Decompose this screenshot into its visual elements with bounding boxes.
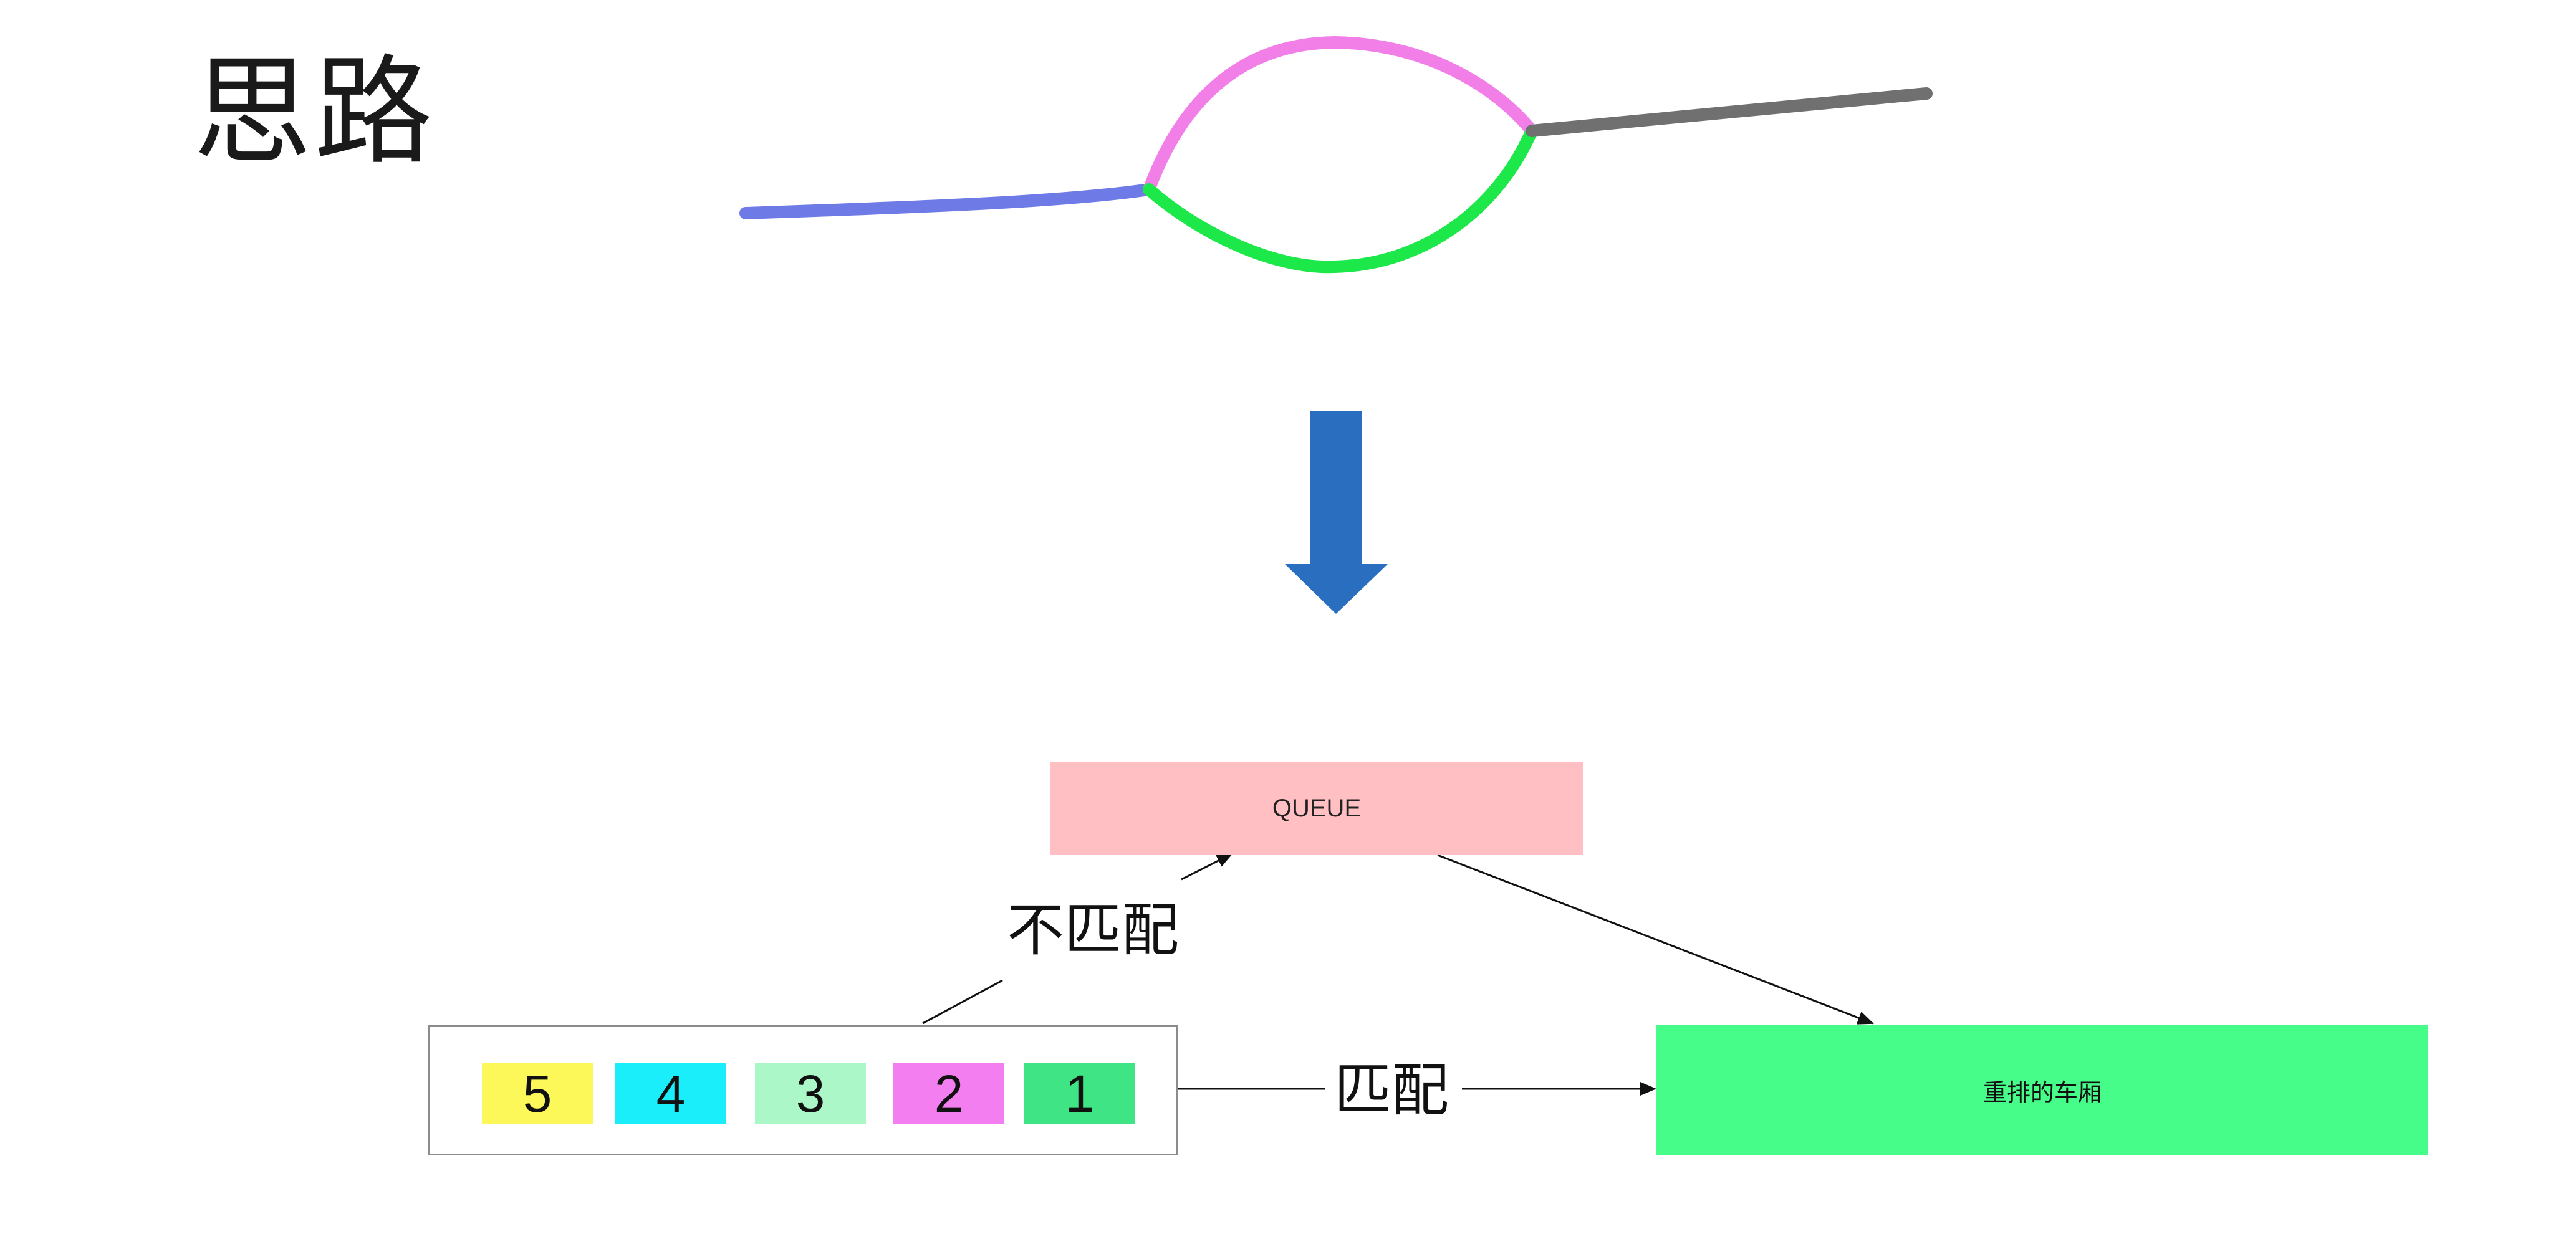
train-car: 2 [893, 1063, 1004, 1124]
match-label: 匹配 [1328, 1060, 1456, 1122]
result-label: 重排的车厢 [1982, 1079, 2102, 1106]
train-car-label: 3 [795, 1064, 825, 1123]
queue-to-result-connector [1437, 854, 1874, 1025]
train-car: 5 [482, 1063, 593, 1124]
incoming-track [739, 183, 1155, 219]
train-container: 5 4 3 2 1 [428, 1025, 1178, 1155]
train-car-label: 5 [522, 1064, 552, 1123]
train-car-label: 1 [1065, 1064, 1095, 1123]
branch-lower [1143, 125, 1538, 274]
mismatch-connector-upper [1181, 853, 1233, 881]
outgoing-track [1526, 87, 1933, 137]
train-car-label: 4 [656, 1064, 686, 1123]
train-car: 3 [755, 1063, 866, 1124]
train-car-label: 2 [934, 1064, 964, 1123]
queue-box: QUEUE [1050, 762, 1583, 855]
down-arrow-icon [1285, 411, 1388, 614]
branch-upper [1143, 36, 1538, 196]
mismatch-label: 不匹配 [1001, 899, 1186, 962]
train-car: 4 [615, 1063, 726, 1124]
mismatch-connector-lower [922, 979, 1003, 1025]
page-title: 思路 [193, 43, 436, 181]
rearranged-cars-box: 重排的车厢 [1656, 1025, 2428, 1155]
queue-label: QUEUE [1272, 794, 1362, 822]
train-car: 1 [1024, 1063, 1135, 1124]
